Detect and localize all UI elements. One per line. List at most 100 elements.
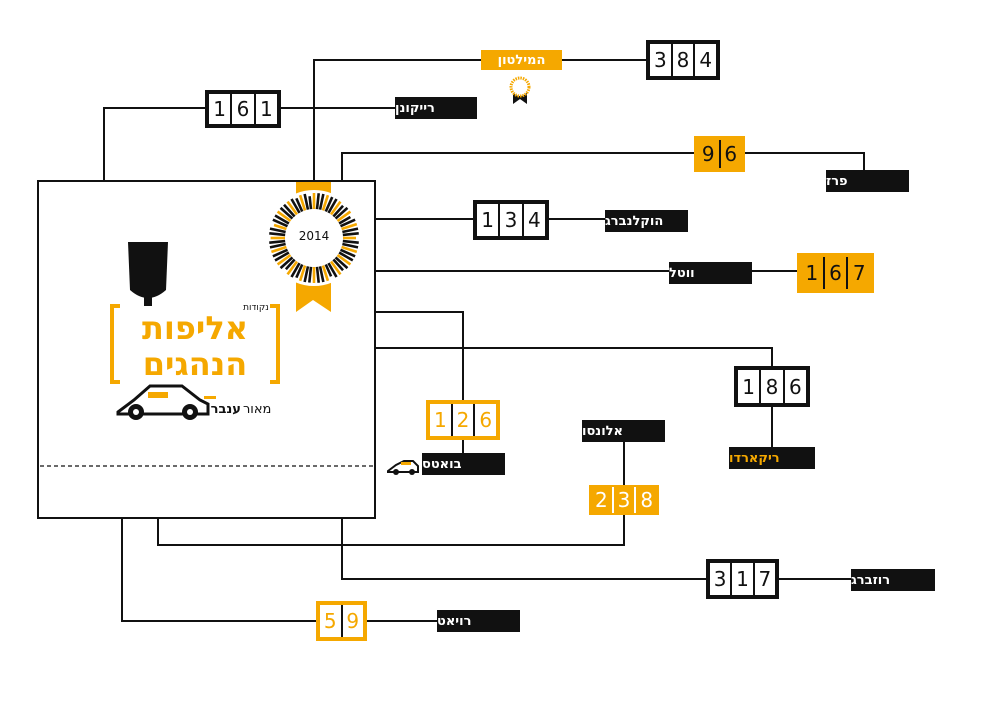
badge-tick: [341, 245, 358, 254]
badge-tick: [318, 266, 325, 283]
label-alonso: אלונסו: [582, 420, 665, 442]
badge-tick: [272, 248, 289, 258]
badge-tick: [338, 251, 354, 262]
small-car-icon: [387, 460, 419, 475]
connector-button: [121, 518, 316, 622]
score-digit: 8: [670, 44, 694, 76]
score-digit: 1: [430, 404, 451, 436]
badge-tick: [269, 227, 286, 234]
badge-tick: [279, 256, 294, 270]
badge-tick: [308, 196, 313, 210]
connector-alonso: [157, 515, 625, 546]
label-bottas: בואטס: [422, 453, 505, 475]
badge-tick: [342, 232, 359, 237]
score-digit: 1: [738, 370, 760, 403]
score-digit: 3: [650, 44, 671, 76]
badge-tick: [283, 203, 296, 218]
badge-tick: [324, 196, 334, 213]
label-hulkenberg: הוקלנברג: [605, 210, 688, 232]
badge-tick: [308, 266, 313, 283]
connector-bottas: [375, 311, 464, 400]
author-first: מאור: [242, 402, 272, 417]
badge-tick: [332, 204, 345, 218]
score-digit: 6: [782, 370, 806, 403]
badge-tick: [334, 206, 349, 220]
badge-tick: [341, 222, 358, 231]
score-digit: 6: [822, 257, 847, 289]
car-icon: [116, 384, 216, 420]
badge-tick: [284, 258, 296, 271]
hamilton-badge-icon: [509, 76, 531, 104]
score-digit: 1: [730, 563, 753, 595]
badge-tick: [274, 251, 290, 262]
score-digit: 8: [634, 487, 658, 513]
label-rosberg: רוזברג: [851, 569, 935, 591]
logo-title-line2: הנהגים: [142, 345, 248, 383]
badge-tick: [327, 262, 338, 278]
logo-kicker: נקודות: [243, 303, 269, 313]
badge-tick: [290, 198, 301, 214]
label-hamilton: המילטון: [481, 50, 562, 70]
score-rosberg: 3 1 7: [706, 559, 779, 599]
badge-tick: [338, 215, 352, 225]
badge-tick: [342, 239, 359, 244]
connector-rosberg: [341, 518, 706, 580]
score-digit: 5: [320, 605, 341, 637]
author-last: ענבר: [210, 402, 241, 417]
badge-tick: [298, 194, 307, 211]
score-digit: 4: [693, 44, 717, 76]
score-bottas: 1 2 6: [426, 400, 500, 440]
badge-tick: [334, 256, 349, 270]
badge-tick: [298, 265, 307, 282]
connector-raikkonen: [103, 107, 205, 182]
badge-tick: [315, 193, 320, 210]
score-digit: 3: [710, 563, 731, 595]
badge-tick: [295, 263, 304, 279]
ribbon-badge-icon: [266, 182, 362, 312]
score-digit: 6: [718, 140, 741, 168]
badge-tick: [276, 210, 292, 223]
badge-tick: [274, 214, 290, 225]
badge-tick: [303, 266, 310, 283]
badge-tick: [276, 253, 292, 266]
connector-hamilton: [313, 59, 481, 182]
badge-tick: [332, 258, 345, 272]
score-digit: 1: [253, 94, 277, 124]
badge-tick: [269, 242, 286, 249]
score-ricciardo: 1 8 6: [734, 366, 810, 407]
badge-tick: [342, 242, 359, 249]
badge-tick: [270, 245, 287, 254]
score-perez: 9 6: [694, 136, 745, 172]
score-digit: 9: [698, 140, 719, 168]
score-digit: 7: [846, 257, 871, 289]
badge-tick: [286, 200, 299, 216]
label-raikkonen: רייקונן: [395, 97, 477, 119]
label-vettel: ווטל: [669, 262, 752, 284]
score-digit: 3: [611, 487, 635, 513]
score-digit: 6: [230, 94, 254, 124]
badge-year: 2014: [298, 229, 330, 243]
badge-tick: [269, 239, 286, 244]
score-button: 5 9: [316, 601, 367, 641]
logo-title-line1: אליפות: [142, 309, 248, 347]
badge-tick: [321, 194, 330, 211]
score-alonso: 2 3 8: [589, 485, 659, 515]
score-hamilton: 3 8 4: [646, 40, 720, 80]
badge-tick: [321, 265, 330, 282]
badge-tick: [342, 227, 359, 234]
score-digit: 1: [801, 257, 823, 289]
score-vettel: 1 6 7: [797, 253, 874, 293]
badge-tick: [339, 218, 356, 228]
connector-perez: [341, 152, 694, 182]
badge-tick: [329, 260, 342, 276]
driver-helmet-icon: [128, 242, 168, 306]
badge-tick: [273, 223, 287, 231]
label-perez: פרז: [826, 170, 909, 192]
badge-tick: [286, 260, 299, 276]
label-ricciardo: ריקארדו: [729, 447, 815, 469]
badge-tick: [290, 262, 301, 278]
score-digit: 6: [473, 404, 497, 436]
badge-tick: [327, 198, 338, 214]
badge-tick: [329, 200, 342, 216]
